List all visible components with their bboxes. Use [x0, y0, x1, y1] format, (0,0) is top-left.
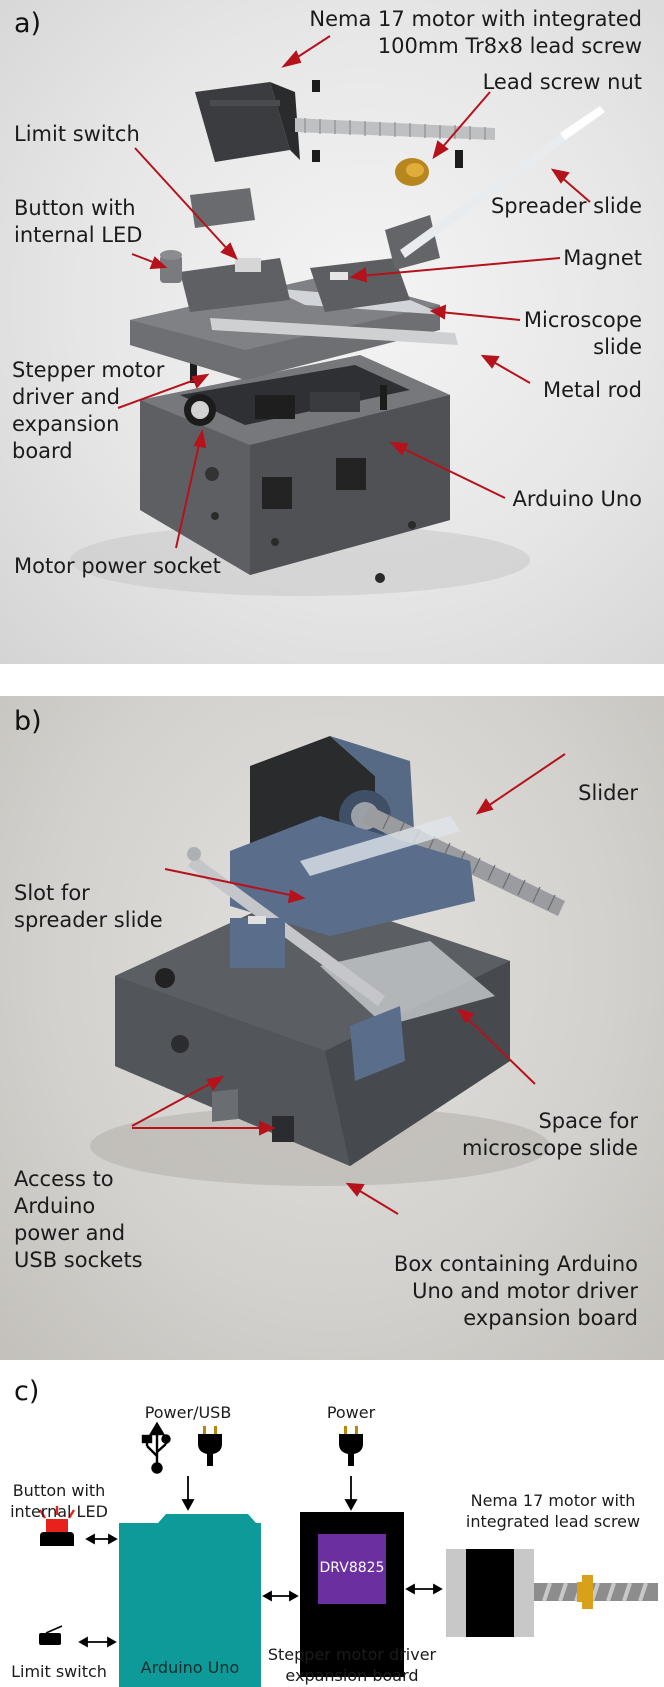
button-label: Button with internal LED [10, 1481, 108, 1521]
arduino-label: Arduino Uno [140, 1658, 240, 1677]
callout-stepper-driver: Stepper motor driver and expansion board [12, 358, 165, 463]
power-usb-label: Power/USB [144, 1403, 232, 1422]
panel-c-label: c) [14, 1376, 40, 1407]
callout-arduino: Arduino Uno [512, 487, 642, 511]
assembled-device-photo [90, 736, 566, 1215]
panel-b-photo: b) Slider Slot for spreader slide Space … [0, 696, 664, 1360]
callout-slider: Slider [578, 781, 638, 805]
limit-switch-label: Limit switch [11, 1662, 107, 1681]
wiring-block-diagram [38, 1421, 658, 1687]
panel-a-label: a) [14, 8, 42, 39]
arduino-block [119, 1514, 261, 1687]
callout-metal-rod: Metal rod [542, 378, 642, 402]
callout-motor: Nema 17 motor with integrated 100mm Tr8x… [309, 7, 642, 58]
panel-b-label: b) [14, 706, 42, 737]
power-plug-icon [198, 1426, 222, 1466]
lead-screw-nut [582, 1575, 593, 1609]
callout-access: Access to Arduino power and USB sockets [14, 1167, 143, 1272]
exploded-device-render [70, 35, 605, 596]
motor-label: Nema 17 motor with integrated lead screw [465, 1491, 641, 1531]
driver-chip [318, 1534, 386, 1604]
power-label: Power [326, 1403, 376, 1422]
callout-microscope-slide: Microscope slide [523, 308, 642, 359]
callout-magnet: Magnet [563, 246, 642, 270]
callout-power-socket: Motor power socket [14, 554, 221, 578]
limit-switch-icon [39, 1625, 63, 1645]
panel-c-block-diagram: c) Power/USB Power Button with internal … [0, 1360, 664, 1687]
callout-spreader-slide: Spreader slide [490, 194, 642, 218]
callout-box: Box containing Arduino Uno and motor dri… [393, 1252, 638, 1330]
power-plug-icon [339, 1426, 363, 1466]
callout-space: Space for microscope slide [462, 1109, 638, 1160]
callout-limit-switch: Limit switch [14, 122, 140, 146]
driver-board-label: Stepper motor driver expansion board [267, 1645, 437, 1685]
panel-a-exploded-render: a) Nema 17 motor with integrated 100mm T… [0, 0, 664, 664]
led-button-icon [38, 1506, 76, 1546]
callout-lead-screw-nut: Lead screw nut [482, 70, 642, 94]
usb-icon [141, 1421, 171, 1474]
driver-chip-label: DRV8825 [319, 1560, 385, 1576]
callout-button: Button with internal LED [14, 196, 143, 247]
callout-slot: Slot for spreader slide [14, 881, 163, 932]
